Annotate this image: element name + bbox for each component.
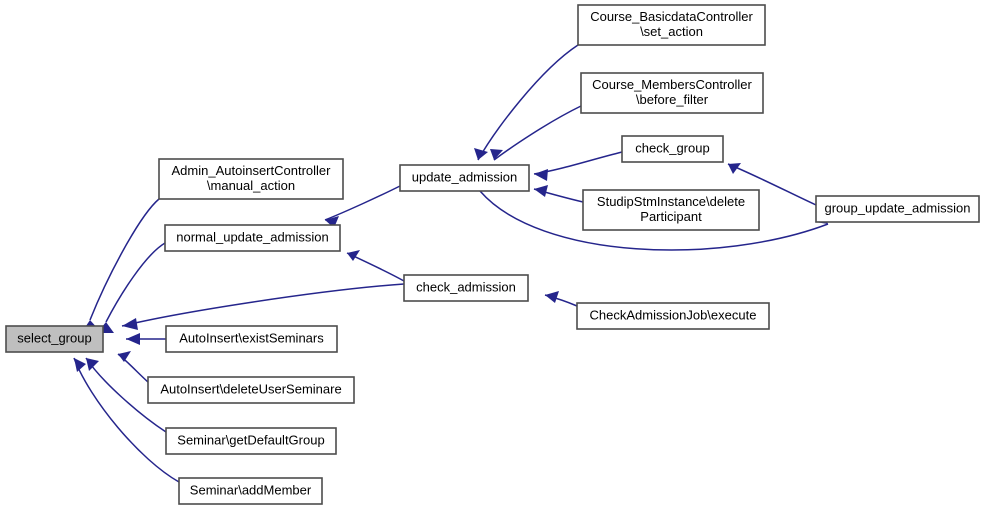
edge-studipstm_deleteparticipant-to-update_admission [533, 185, 584, 203]
nodes-layer: select_group Admin_AutoinsertController\m… [5, 4, 980, 505]
node-box[interactable] [165, 325, 338, 353]
node-label: Participant [640, 209, 702, 224]
node-select_group[interactable]: select_group [5, 325, 104, 353]
node-label: update_admission [412, 169, 518, 184]
edge-checkadmissionjob_execute-to-check_admission [544, 291, 578, 307]
node-label: AutoInsert\existSeminars [179, 330, 324, 345]
node-label: Seminar\addMember [190, 482, 312, 497]
node-box[interactable] [158, 158, 344, 200]
node-course_basicdata[interactable]: Course_BasicdataController\set_action [577, 4, 766, 46]
edge-group_update_admission-to-check_group [727, 163, 817, 206]
node-normal_update_admission[interactable]: normal_update_admission [164, 224, 341, 252]
edge-line [346, 252, 405, 282]
node-box[interactable] [165, 427, 337, 455]
arrowhead-icon [490, 149, 503, 160]
node-label: group_update_admission [825, 200, 971, 215]
edge-admin_autoinsert-to-select_group [82, 198, 160, 332]
edge-course_basicdata-to-update_admission [474, 44, 579, 161]
node-admin_autoinsert[interactable]: Admin_AutoinsertController\manual_action [158, 158, 344, 200]
node-box[interactable] [164, 224, 341, 252]
arrowhead-icon [347, 250, 360, 261]
node-label: normal_update_admission [176, 229, 328, 244]
arrowhead-icon [534, 169, 548, 181]
arrowhead-icon [74, 358, 86, 372]
node-label: CheckAdmissionJob\execute [590, 307, 757, 322]
arrowhead-icon [474, 148, 488, 160]
edge-line [73, 357, 180, 483]
node-label: Admin_AutoinsertController [172, 163, 332, 178]
edge-line [479, 190, 829, 251]
arrowhead-icon [126, 333, 140, 345]
node-box[interactable] [580, 72, 764, 114]
arrowhead-icon [534, 185, 548, 197]
node-box[interactable] [403, 274, 529, 302]
node-label: select_group [17, 330, 91, 345]
arrowhead-icon [118, 351, 131, 362]
node-box[interactable] [5, 325, 104, 353]
node-course_members[interactable]: Course_MembersController\before_filter [580, 72, 764, 114]
edge-autoinsert_existseminars-to-select_group [126, 333, 166, 345]
arrowhead-icon [728, 163, 741, 174]
node-label: Seminar\getDefaultGroup [177, 432, 324, 447]
node-label: AutoInsert\deleteUserSeminare [160, 381, 341, 396]
edge-check_admission-to-select_group [121, 283, 405, 330]
node-label: \before_filter [636, 92, 709, 107]
node-seminar_addmember[interactable]: Seminar\addMember [178, 477, 323, 505]
node-group_update_admission[interactable]: group_update_admission [815, 195, 980, 223]
node-autoinsert_deleteuserseminare[interactable]: AutoInsert\deleteUserSeminare [147, 376, 355, 404]
node-update_admission[interactable]: update_admission [399, 164, 530, 192]
edge-update_admission-to-normal_update_admission [324, 185, 401, 228]
edge-autoinsert_deleteuserseminare-to-select_group [117, 351, 149, 383]
node-seminar_getdefaultgroup[interactable]: Seminar\getDefaultGroup [165, 427, 337, 455]
node-check_admission[interactable]: check_admission [403, 274, 529, 302]
node-box[interactable] [576, 302, 770, 330]
node-label: \manual_action [207, 178, 295, 193]
node-label: Course_BasicdataController [590, 9, 753, 24]
edge-check_group-to-update_admission [533, 151, 623, 181]
edge-line [493, 105, 582, 161]
node-box[interactable] [399, 164, 530, 192]
edge-check_admission-to-normal_update_admission [346, 250, 405, 282]
edge-seminar_getdefaultgroup-to-select_group [85, 357, 167, 433]
arrowhead-icon [545, 291, 559, 303]
edge-line [324, 185, 401, 221]
node-autoinsert_existseminars[interactable]: AutoInsert\existSeminars [165, 325, 338, 353]
edge-line [477, 44, 579, 161]
node-label: \set_action [640, 24, 703, 39]
node-label: Course_MembersController [592, 77, 752, 92]
edge-course_members-to-update_admission [490, 105, 582, 161]
edges-layer [73, 44, 829, 483]
node-box[interactable] [178, 477, 323, 505]
node-checkadmissionjob_execute[interactable]: CheckAdmissionJob\execute [576, 302, 770, 330]
node-box[interactable] [621, 135, 724, 163]
node-box[interactable] [815, 195, 980, 223]
edge-seminar_addmember-to-select_group [73, 357, 180, 483]
node-check_group[interactable]: check_group [621, 135, 724, 163]
arrowhead-icon [86, 358, 99, 371]
node-label: check_group [635, 140, 709, 155]
edge-line [89, 198, 160, 321]
arrowhead-icon [122, 318, 138, 330]
node-box[interactable] [582, 189, 760, 231]
node-box[interactable] [147, 376, 355, 404]
node-label: StudipStmInstance\delete [597, 194, 745, 209]
node-box[interactable] [577, 4, 766, 46]
edge-line [121, 283, 405, 327]
edge-line [105, 242, 166, 323]
node-label: check_admission [416, 279, 516, 294]
arrowhead-icon [325, 216, 339, 228]
